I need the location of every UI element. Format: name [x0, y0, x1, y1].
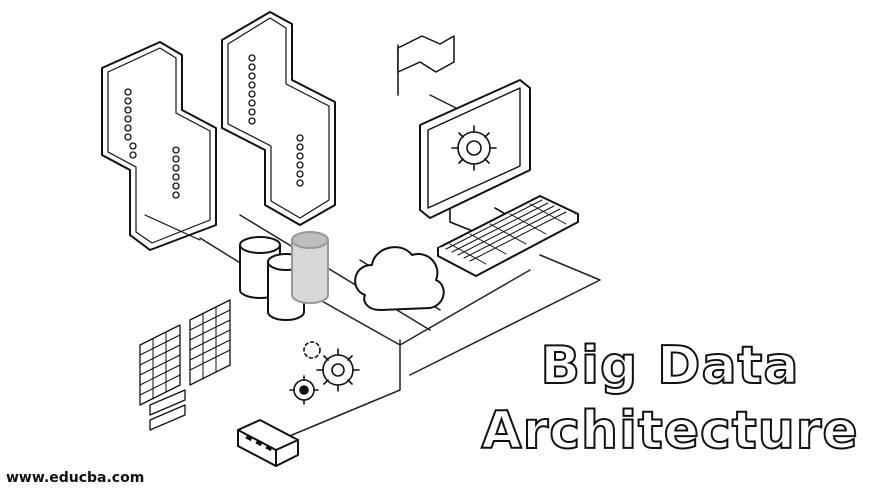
title-line-1: Big Data: [540, 336, 800, 396]
database-cylinder-icon: [291, 231, 329, 304]
network-lines: [199, 94, 601, 441]
monitor-gear-icon: [419, 79, 531, 235]
title-line-2: Architecture: [480, 401, 859, 461]
gears-icon: [289, 341, 360, 405]
server-rack-icon: [101, 41, 217, 251]
flag-icon: [397, 35, 455, 96]
storage-device-icon: [237, 419, 299, 467]
keyboard-icon: [437, 195, 579, 277]
footer-url: www.educba.com: [6, 470, 145, 486]
spreadsheet-icon: [139, 299, 231, 431]
server-rack-icon: [221, 11, 336, 226]
cloud-icon: [354, 246, 445, 311]
